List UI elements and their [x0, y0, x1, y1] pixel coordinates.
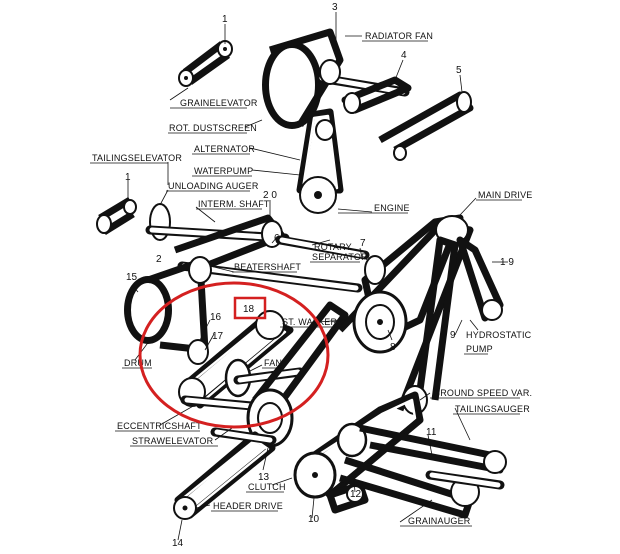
- callout-1-tailings: 1: [125, 172, 131, 183]
- callout-1-grain-elevator: 1: [222, 14, 228, 25]
- label-eccentricshaft: ECCENTRICSHAFT: [117, 421, 202, 431]
- callout-2: 2: [156, 254, 162, 265]
- highlight-circle: [138, 281, 330, 429]
- label-rotary: ROTARY: [314, 242, 352, 252]
- label-waterpump: WATERPUMP: [194, 166, 253, 176]
- label-clutch: CLUTCH: [248, 482, 286, 492]
- label-tailingsauger: TAILINGSAUGER: [455, 404, 530, 414]
- callout-8: 8: [390, 342, 396, 353]
- label-engine: ENGINE: [374, 203, 410, 213]
- highlight-box-18: [233, 296, 267, 320]
- leader-lines: [127, 12, 508, 541]
- callout-9: 9: [450, 330, 456, 341]
- label-separator: SEPARATOR: [312, 252, 368, 262]
- label-strawelevator: STRAWELEVATOR: [132, 436, 214, 446]
- label-interm-shaft: INTERM. SHAFT: [198, 199, 270, 209]
- callout-4: 4: [401, 50, 407, 61]
- label-grainelevator: GRAINELEVATOR: [180, 98, 258, 108]
- label-header-drive: HEADER DRIVE: [213, 501, 283, 511]
- main-drive-assembly: [337, 214, 504, 415]
- intermediate-shaft: [173, 214, 370, 276]
- label-drum: DRUM: [124, 358, 152, 368]
- callout-7: 7: [360, 238, 366, 249]
- alternator-waterpump-belt: [296, 108, 407, 214]
- callout-18: 18: [243, 304, 255, 315]
- callout-14: 14: [172, 538, 184, 549]
- callout-19: 1 9: [500, 257, 514, 268]
- label-alternator: ALTERNATOR: [194, 144, 255, 154]
- label-pump: PUMP: [466, 344, 493, 354]
- callout-17: 17: [212, 331, 224, 342]
- callout-16: 16: [210, 312, 222, 323]
- label-radiator-fan: RADIATOR FAN: [365, 31, 433, 41]
- callout-10: 10: [308, 514, 320, 525]
- dustscreen-pulley-assembly: [262, 28, 474, 154]
- label-main-drive: MAIN DRIVE: [478, 190, 533, 200]
- label-hydrostatic: HYDROSTATIC: [466, 330, 532, 340]
- clutch-auger-assembly: [293, 391, 507, 519]
- label-rot-dustscreen: ROT. DUSTSCREEN: [169, 123, 257, 133]
- label-st-walkers: ST. WALKERS: [282, 317, 343, 327]
- header-drive-assembly: [173, 427, 277, 520]
- callout-12: 12: [350, 489, 362, 500]
- callout-3: 3: [332, 2, 338, 13]
- labels: 1 3 RADIATOR FAN 4 5 GRAINELEVATOR ROT. …: [90, 2, 533, 549]
- callout-20: 2 0: [263, 190, 277, 201]
- callout-5: 5: [456, 65, 462, 76]
- callout-13: 13: [258, 472, 270, 483]
- callout-6: 6: [274, 233, 280, 244]
- label-ground-speed-var: GROUND SPEED VAR.: [433, 388, 532, 398]
- label-grainauger: GRAINAUGER: [408, 516, 471, 526]
- beater-drum-walker-assembly: [124, 256, 363, 448]
- callout-15: 15: [126, 272, 138, 283]
- label-tailingselevator: TAILINGSELEVATOR: [92, 153, 182, 163]
- label-fan: FAN: [264, 358, 282, 368]
- grain-elevator-chain: [178, 40, 233, 87]
- label-beatershaft: BEATERSHAFT: [234, 262, 301, 272]
- callout-11: 11: [426, 427, 437, 438]
- label-unloading-auger: UNLOADING AUGER: [168, 181, 259, 191]
